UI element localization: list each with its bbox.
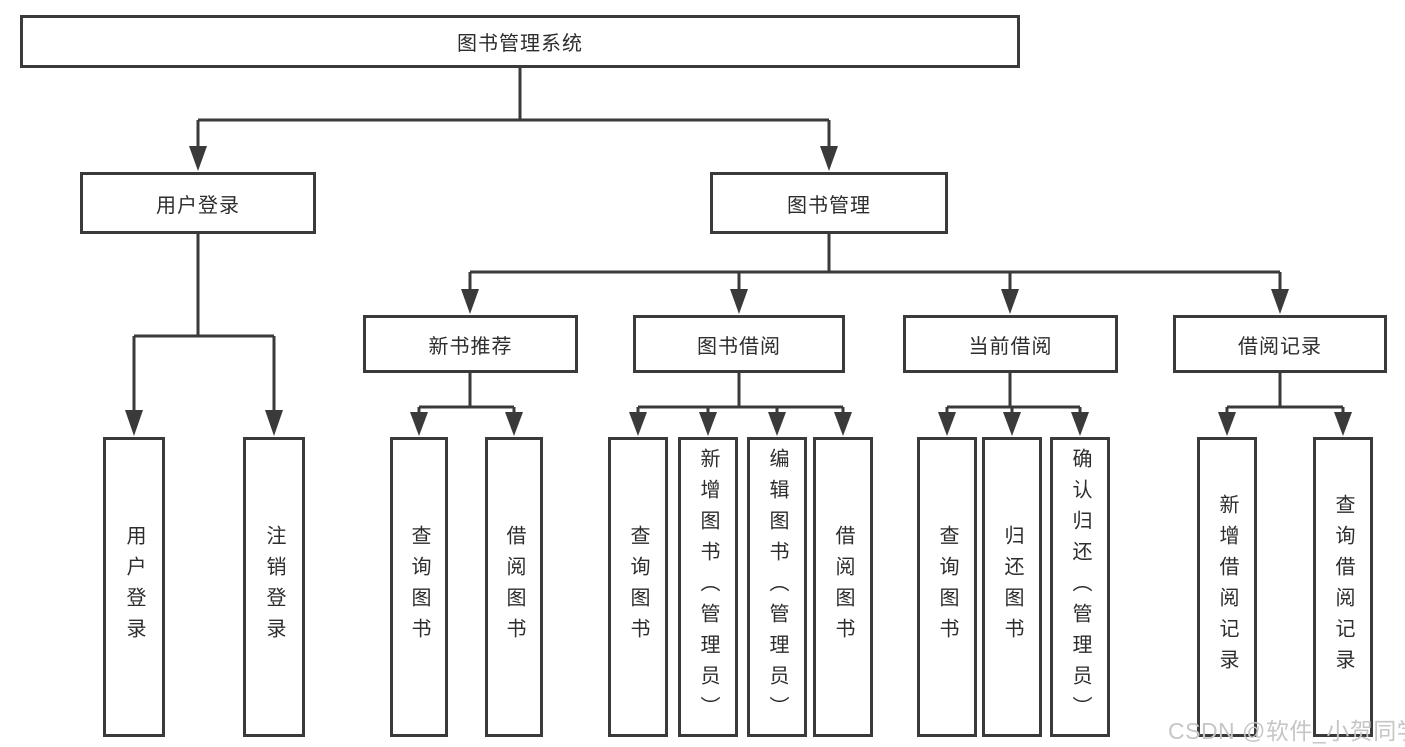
leaf-user-login-label: 用户登录 — [123, 525, 145, 649]
leaf-records-add-record: 新增借阅记录 — [1197, 437, 1257, 737]
arrowhead — [505, 412, 523, 436]
leaf-current-query-books: 查询图书 — [917, 437, 977, 737]
node-user-login-label: 用户登录 — [156, 194, 240, 217]
arrowhead — [820, 146, 838, 171]
arrowhead — [125, 410, 143, 436]
leaf-borrowing-query-books: 查询图书 — [608, 437, 668, 737]
arrowhead — [189, 146, 207, 171]
arrowhead — [1071, 412, 1089, 436]
node-book-management-label: 图书管理 — [787, 194, 871, 217]
leaf-current-return-books: 归还图书 — [982, 437, 1042, 737]
leaf-logout-label: 注销登录 — [263, 525, 285, 649]
leaf-current-return-books-label: 归还图书 — [1001, 525, 1023, 649]
node-user-login: 用户登录 — [80, 172, 316, 234]
node-new-book-recommend-label: 新书推荐 — [428, 335, 513, 358]
leaf-recommend-borrow-books-label: 借阅图书 — [503, 525, 525, 649]
node-new-book-recommend: 新书推荐 — [363, 315, 578, 373]
leaf-logout: 注销登录 — [243, 437, 305, 737]
node-current-borrowing: 当前借阅 — [903, 315, 1118, 373]
node-book-borrowing: 图书借阅 — [633, 315, 845, 373]
arrowhead — [730, 289, 748, 314]
node-book-management: 图书管理 — [710, 172, 948, 234]
leaf-records-add-record-label: 新增借阅记录 — [1216, 494, 1238, 680]
leaf-records-query-record: 查询借阅记录 — [1313, 437, 1373, 737]
arrowhead — [768, 412, 786, 436]
arrowhead — [1003, 412, 1021, 436]
leaf-borrowing-borrow-books-label: 借阅图书 — [832, 525, 854, 649]
node-book-borrowing-label: 图书借阅 — [697, 335, 781, 358]
node-root-label: 图书管理系统 — [457, 33, 583, 55]
csdn-watermark: CSDN @软件_小贺同学 — [1168, 718, 1405, 744]
leaf-current-query-books-label: 查询图书 — [936, 525, 958, 649]
leaf-recommend-query-books-label: 查询图书 — [408, 525, 430, 649]
leaf-borrowing-edit-books: 编辑图书（管理员） — [747, 437, 807, 737]
arrowhead — [629, 412, 647, 436]
leaf-recommend-borrow-books: 借阅图书 — [485, 437, 543, 737]
leaf-borrowing-query-books-label: 查询图书 — [627, 525, 649, 649]
leaf-records-query-record-label: 查询借阅记录 — [1332, 494, 1354, 680]
node-borrowing-records-label: 借阅记录 — [1238, 335, 1322, 358]
leaf-borrowing-borrow-books: 借阅图书 — [813, 437, 873, 737]
node-borrowing-records: 借阅记录 — [1173, 315, 1387, 373]
leaf-current-confirm-return-label: 确认归还（管理员） — [1069, 447, 1091, 727]
leaf-current-confirm-return: 确认归还（管理员） — [1050, 437, 1110, 737]
leaf-user-login: 用户登录 — [103, 437, 165, 737]
arrowhead — [461, 289, 479, 314]
arrowhead — [1334, 412, 1352, 436]
arrowhead — [1218, 412, 1236, 436]
arrowhead — [834, 412, 852, 436]
leaf-borrowing-add-books-label: 新增图书（管理员） — [697, 447, 719, 727]
arrowhead — [938, 412, 956, 436]
leaf-borrowing-add-books: 新增图书（管理员） — [678, 437, 738, 737]
node-current-borrowing-label: 当前借阅 — [968, 335, 1053, 358]
leaf-recommend-query-books: 查询图书 — [390, 437, 448, 737]
leaf-borrowing-edit-books-label: 编辑图书（管理员） — [766, 447, 788, 727]
arrowhead — [1271, 289, 1289, 314]
node-root: 图书管理系统 — [20, 15, 1020, 68]
arrowhead — [410, 412, 428, 436]
arrowhead — [699, 412, 717, 436]
arrowhead — [1001, 289, 1019, 314]
arrowhead — [265, 410, 283, 436]
